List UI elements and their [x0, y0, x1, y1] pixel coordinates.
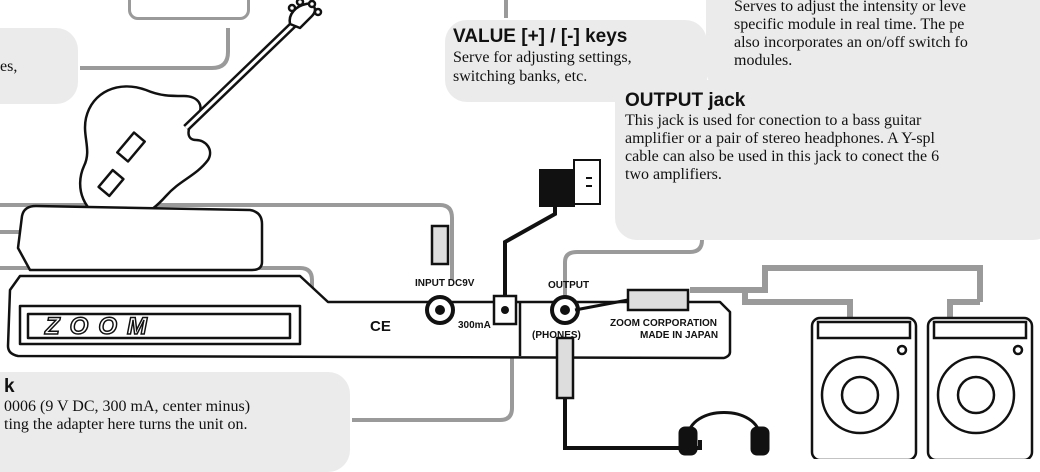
callout-text-line: modules.	[734, 52, 793, 69]
input-dc-label: INPUT DC9V	[415, 278, 475, 289]
callout-title: k	[4, 376, 15, 397]
output-jack	[550, 288, 702, 450]
amplifier-left	[810, 316, 918, 459]
device-labels: ZOOM CE INPUT DC9V 300mA OUTPUT (PHONES)…	[44, 278, 719, 341]
maker-line-1: ZOOM CORPORATION	[610, 318, 718, 329]
callout-title: VALUE [+] / [-] keys	[453, 26, 628, 47]
headphones	[678, 411, 770, 456]
callout-dc-jack: k 0006 (9 V DC, 300 mA, center minus) ti…	[0, 372, 350, 472]
ac-adapter	[539, 159, 601, 207]
amp-cables	[690, 265, 983, 318]
callout-text-line: switching banks, etc.	[453, 68, 588, 85]
callout-top-left: es,	[0, 28, 78, 104]
diagram-artwork	[0, 0, 1034, 459]
callout-text-line: cable can also be used in this jack to c…	[625, 148, 940, 165]
callout-text-line: Serves to adjust the intensity or leve	[734, 0, 966, 15]
callout-text-line: specific module in real time. The pe	[734, 16, 965, 33]
callout-text-line: Serve for adjusting settings,	[453, 49, 632, 66]
callout-text-line: This jack is used for conection to a bas…	[625, 112, 922, 129]
callout-title: OUTPUT jack	[625, 90, 746, 111]
callout-text-line: 0006 (9 V DC, 300 mA, center minus)	[4, 398, 251, 415]
phones-label: (PHONES)	[532, 330, 581, 341]
maker-line-2: MADE IN JAPAN	[640, 330, 719, 341]
ce-mark: CE	[370, 318, 391, 335]
callout-text-line: es,	[0, 58, 18, 75]
output-label: OUTPUT	[548, 280, 590, 291]
input-jack	[425, 224, 455, 325]
top-callout-frame	[128, 0, 250, 20]
pedal-unit	[6, 204, 732, 360]
current-label: 300mA	[458, 320, 491, 331]
callout-text-line: two amplifiers.	[625, 166, 722, 183]
callout-text-line: ting the adapter here turns the unit on.	[4, 416, 248, 433]
callout-pedal: Serves to adjust the intensity or leve s…	[706, 0, 1040, 92]
bass-guitar	[78, 0, 323, 223]
amplifier-right	[926, 316, 1034, 459]
callout-output-jack: OUTPUT jack This jack is used for conect…	[615, 80, 1040, 240]
callout-text-line: amplifier or a pair of stereo headphones…	[625, 130, 935, 147]
callout-text-line: also incorporates an on/off switch fo	[734, 34, 968, 51]
brand-logo: ZOOM	[44, 312, 157, 341]
